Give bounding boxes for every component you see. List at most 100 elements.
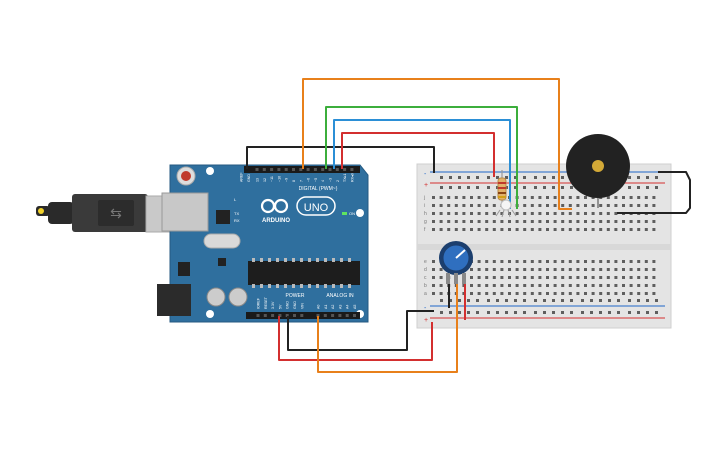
rail-minus-bottom: - <box>424 305 427 312</box>
tx-label: TX <box>234 211 239 216</box>
digital-pin-label: ~3 <box>329 178 333 182</box>
row-letter: c <box>424 275 427 281</box>
digital-pin[interactable] <box>343 168 347 171</box>
arduino-uno-board[interactable]: UNO ARDUINO ON TX RX L DIGITAL (PWM~) PO… <box>157 164 369 323</box>
digital-pin-label: ~6 <box>307 178 311 182</box>
digital-pin[interactable] <box>292 168 295 171</box>
on-label: ON <box>349 211 355 216</box>
brand-label: ARDUINO <box>262 218 290 224</box>
digital-pin-label: ~9 <box>285 178 289 182</box>
digital-pin-label: 2 <box>336 180 340 182</box>
power-pin[interactable] <box>278 314 282 317</box>
digital-pin-label: 7 <box>299 180 303 182</box>
power-pin-label: VIN <box>300 303 304 309</box>
analog-pin-label: A5 <box>353 305 357 309</box>
uno-logo-text: UNO <box>304 202 329 214</box>
power-pin[interactable] <box>271 314 275 317</box>
power-pin-label: 5V <box>278 304 282 309</box>
digital-pin[interactable] <box>255 168 259 171</box>
digital-pin-label: 4 <box>321 180 325 182</box>
analog-pin[interactable] <box>331 314 335 317</box>
digital-pin[interactable] <box>328 168 332 171</box>
power-pin[interactable] <box>300 314 304 317</box>
digital-pin[interactable] <box>262 168 266 171</box>
digital-pin-label: ~11 <box>270 176 274 182</box>
analog-pin-label: A2 <box>331 305 335 309</box>
digital-pin[interactable] <box>321 168 325 171</box>
row-letter: d <box>424 267 427 273</box>
digital-pin[interactable] <box>313 168 317 171</box>
digital-pin-label: TX▸1 <box>343 174 347 182</box>
analog-label: ANALOG IN <box>326 293 354 299</box>
power-pin-label: 3.3V <box>271 301 275 309</box>
digital-pin-label: ~10 <box>277 176 281 182</box>
row-letter: e <box>424 259 427 265</box>
potentiometer[interactable] <box>439 241 473 284</box>
digital-pin-label: 8 <box>292 180 296 182</box>
analog-pin-label: A4 <box>346 305 350 309</box>
wire-orange-pin7[interactable] <box>302 78 572 210</box>
wire-black-gnd-top[interactable] <box>246 146 435 173</box>
arduino-logo: UNO ARDUINO <box>260 196 336 224</box>
power-pin-label: GND <box>286 301 290 309</box>
analog-pin[interactable] <box>353 314 356 317</box>
digital-pin-label: ~5 <box>314 178 318 182</box>
digital-pin[interactable] <box>335 168 339 171</box>
power-pin[interactable] <box>263 314 267 317</box>
digital-pin[interactable] <box>277 168 281 171</box>
row-letter: b <box>424 283 427 289</box>
rail-plus-top: + <box>424 182 428 189</box>
power-label: POWER <box>286 293 305 299</box>
power-pin-label: RESET <box>264 296 268 309</box>
reset-button[interactable] <box>181 171 191 181</box>
rgb-led[interactable] <box>495 199 517 218</box>
wire-black-gnd-bottom[interactable] <box>287 310 434 351</box>
analog-pin[interactable] <box>316 314 320 317</box>
analog-pin-label: A0 <box>317 305 321 309</box>
digital-pin[interactable] <box>306 168 310 171</box>
analog-pin[interactable] <box>323 314 327 317</box>
digital-pin[interactable] <box>284 168 288 171</box>
resistor[interactable] <box>497 170 507 206</box>
power-pin[interactable] <box>293 314 296 317</box>
analog-pin[interactable] <box>338 314 342 317</box>
wires <box>246 78 691 373</box>
analog-pin-label: A3 <box>338 305 342 309</box>
digital-pin[interactable] <box>350 168 354 171</box>
wire-blue-pin4[interactable] <box>333 119 511 209</box>
rx-label: RX <box>234 218 240 223</box>
digital-pin-label: 13 <box>256 178 260 182</box>
row-letter: f <box>424 227 426 233</box>
header-pin-label: AREF <box>240 172 244 182</box>
row-letter: i <box>424 203 425 209</box>
digital-pin[interactable] <box>270 168 274 171</box>
l-label: L <box>234 197 237 202</box>
digital-pin-label: 12 <box>263 178 267 182</box>
wire-green-pin5[interactable] <box>325 106 518 209</box>
row-letter: g <box>424 219 427 225</box>
piezo-buzzer[interactable] <box>566 134 630 208</box>
power-pin[interactable] <box>285 314 289 317</box>
rail-plus-bottom: + <box>424 317 428 324</box>
analog-pin-label: A1 <box>324 305 328 309</box>
digital-pin[interactable] <box>299 168 303 171</box>
power-pin-label: IOREF <box>257 297 261 309</box>
wire-red-pin3[interactable] <box>341 132 495 177</box>
row-letter: h <box>424 211 427 217</box>
header-pin-label: GND <box>247 174 251 182</box>
power-pin[interactable] <box>256 314 260 317</box>
digital-pin-label: RX◂0 <box>350 173 354 182</box>
row-letter: a <box>424 291 427 297</box>
wire-red-5v[interactable] <box>278 316 433 361</box>
rail-minus-top: - <box>424 171 427 178</box>
wire-orange-a0[interactable] <box>317 283 458 373</box>
wire-black-buzzer[interactable] <box>617 171 691 214</box>
analog-pin[interactable] <box>345 314 349 317</box>
svg-text:⇆: ⇆ <box>110 205 122 221</box>
row-letter: j <box>423 195 425 201</box>
